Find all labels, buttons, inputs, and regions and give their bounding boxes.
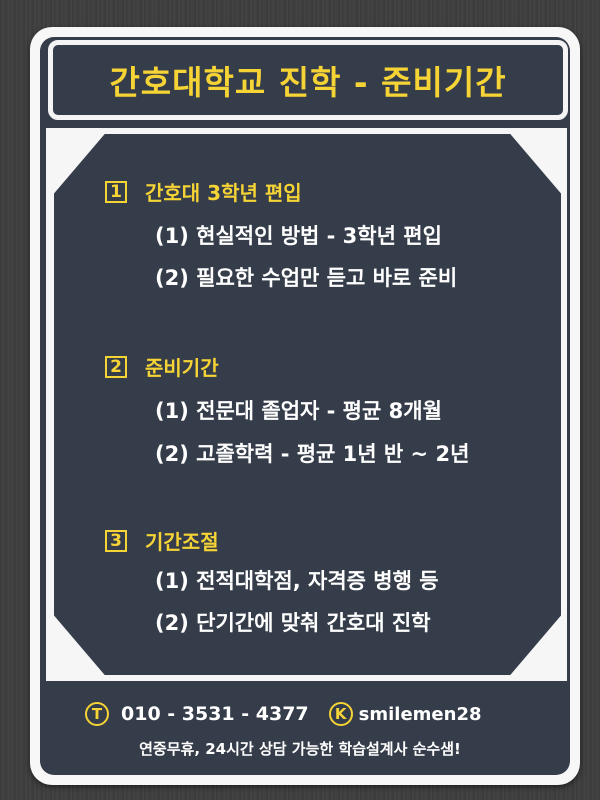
phone-number[interactable]: 010 - 3531 - 4377: [121, 703, 309, 725]
section-number-badge: 2: [105, 355, 127, 378]
content-panel: [54, 134, 561, 675]
section-number-badge: 3: [105, 529, 127, 552]
section-title: 준비기간: [145, 356, 219, 380]
phone-icon: T: [85, 702, 109, 726]
section-title: 간호대 3학년 편입: [145, 181, 302, 205]
page-title: 간호대학교 진학 - 준비기간: [109, 63, 507, 102]
section-3-item-2: (2) 단기간에 맞춰 간호대 진학: [155, 611, 431, 635]
contact-row: T 010 - 3531 - 4377 K smilemen28: [85, 702, 482, 726]
section-1-header: 1 간호대 3학년 편입: [105, 177, 302, 206]
section-2-item-1: (1) 전문대 졸업자 - 평균 8개월: [155, 399, 442, 423]
section-2-item-2: (2) 고졸학력 - 평균 1년 반 ~ 2년: [155, 442, 470, 466]
section-3-header: 3 기간조절: [105, 526, 219, 555]
section-3-item-1: (1) 전적대학점, 자격증 병행 등: [155, 569, 439, 593]
section-1-item-2: (2) 필요한 수업만 듣고 바로 준비: [155, 266, 458, 290]
section-1-item-1: (1) 현실적인 방법 - 3학년 편입: [155, 224, 442, 248]
section-2-header: 2 준비기간: [105, 352, 219, 381]
kakao-icon: K: [328, 702, 353, 726]
section-title: 기간조절: [145, 530, 219, 554]
title-banner: 간호대학교 진학 - 준비기간: [48, 40, 568, 120]
footer-note: 연중무휴, 24시간 상담 가능한 학습설계사 순수샘!: [139, 740, 461, 758]
kakao-id[interactable]: smilemen28: [358, 703, 482, 725]
section-number-badge: 1: [105, 180, 127, 203]
